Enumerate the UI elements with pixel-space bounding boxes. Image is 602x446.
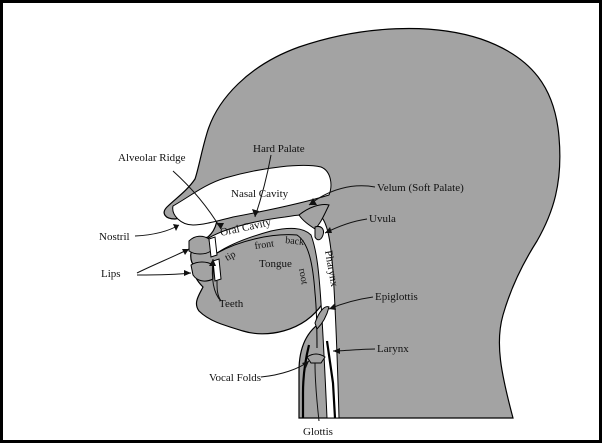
label-vocal-folds: Vocal Folds [209,372,261,384]
label-uvula: Uvula [369,213,396,225]
upper-teeth-shape [209,237,217,257]
label-tongue: Tongue [259,258,292,270]
label-glottis: Glottis [303,426,333,438]
label-alveolar-ridge: Alveolar Ridge [118,152,186,164]
label-nostril: Nostril [99,231,130,243]
vocal-folds-shape [307,354,325,363]
label-back: back [285,235,305,248]
upper-lip-shape [189,236,211,254]
label-epiglottis: Epiglottis [375,291,418,303]
label-nasal-cavity: Nasal Cavity [231,188,289,200]
label-lips: Lips [101,268,121,280]
label-hard-palate: Hard Palate [253,143,305,155]
label-teeth: Teeth [219,298,244,310]
vocal-tract-diagram: Alveolar Ridge Hard Palate Nasal Cavity … [3,3,602,446]
uvula-shape [315,226,324,239]
label-larynx: Larynx [377,343,409,355]
label-velum: Velum (Soft Palate) [377,182,464,194]
